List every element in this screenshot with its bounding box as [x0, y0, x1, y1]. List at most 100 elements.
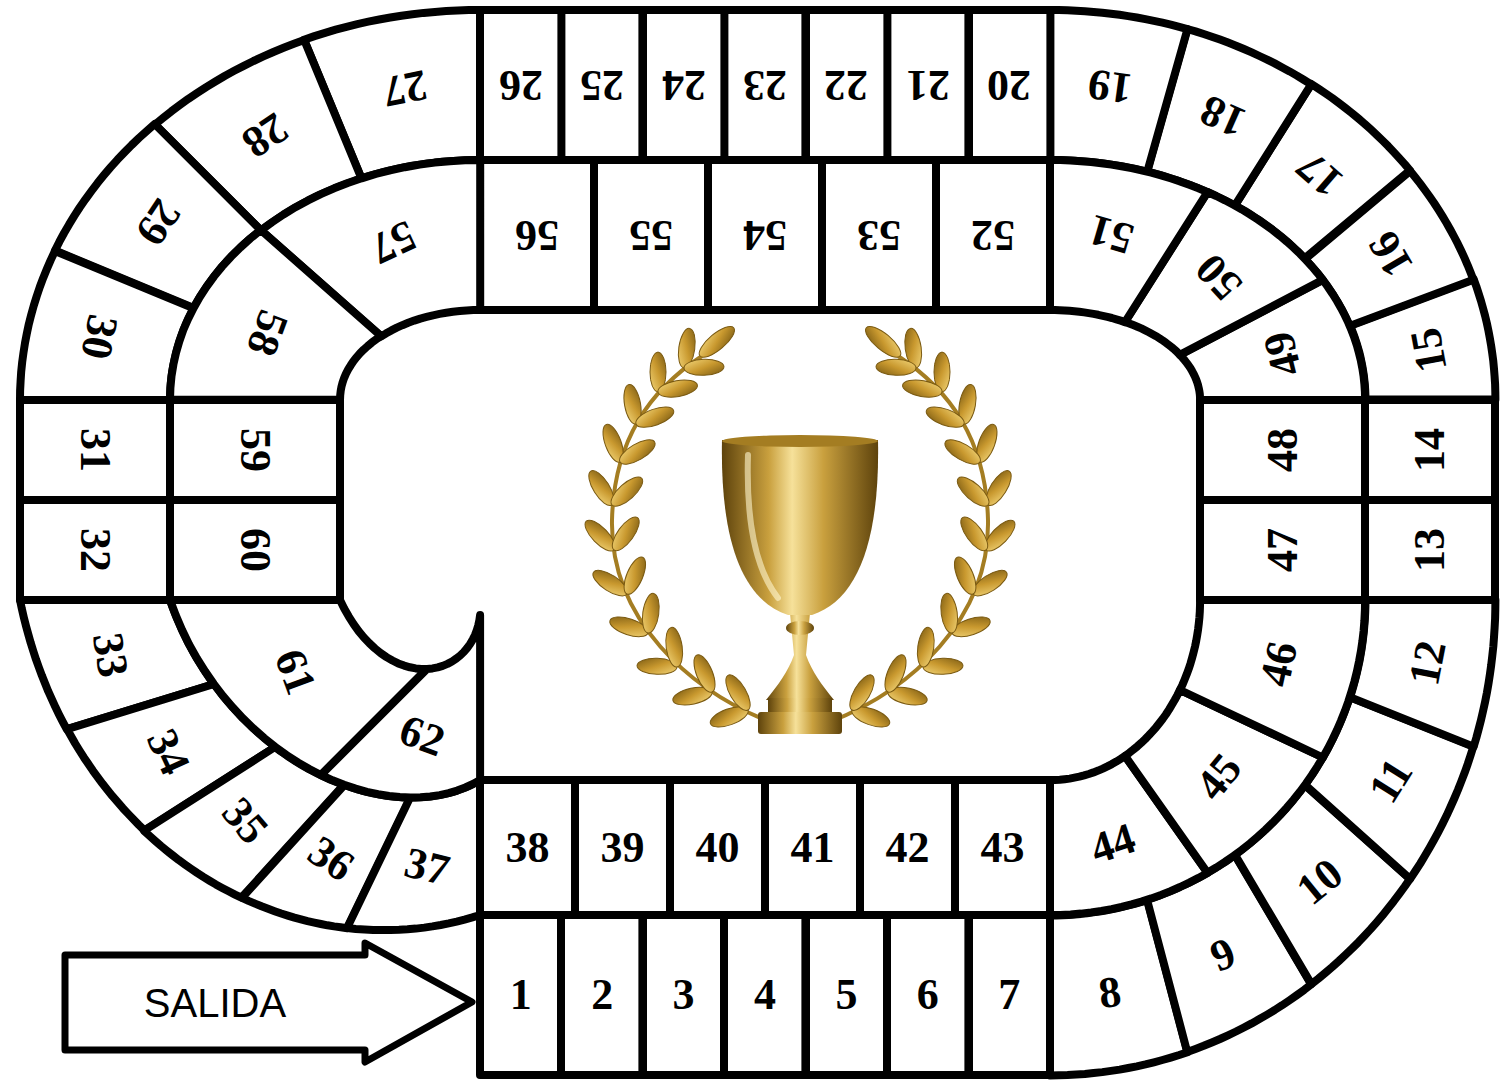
laurel-leaf — [608, 513, 644, 555]
laurel-leaf — [721, 671, 755, 714]
cell-outline — [724, 10, 805, 160]
cell-number: 43 — [981, 826, 1025, 870]
board-cell: 52 — [936, 160, 1050, 310]
board-cell: 48 — [1200, 400, 1365, 500]
cell-outline — [969, 10, 1050, 160]
cell-number: 27 — [379, 62, 431, 114]
cell-number: 53 — [857, 213, 901, 257]
cell-outline — [20, 400, 170, 500]
cell-outline — [955, 780, 1050, 915]
board-cell: 37 — [347, 780, 480, 930]
board-cell: 14 — [1365, 400, 1495, 500]
board-cell: 38 — [480, 780, 575, 915]
cup-base — [768, 698, 832, 714]
cell-outline — [1050, 160, 1208, 322]
cell-outline — [170, 230, 381, 400]
board-cell: 21 — [887, 10, 968, 160]
board-cell: 59 — [170, 400, 340, 500]
cell-outline — [806, 915, 887, 1075]
cell-number: 19 — [1085, 61, 1135, 111]
board-cell: 6 — [887, 915, 968, 1075]
cell-outline — [806, 10, 887, 160]
cell-number: 1 — [510, 973, 532, 1017]
laurel-leaf — [695, 322, 739, 363]
cell-number: 41 — [791, 826, 835, 870]
board-cell: 26 — [480, 10, 561, 160]
board-cell: 60 — [170, 500, 340, 600]
cup-bowl — [722, 440, 878, 615]
start-label: SALIDA — [144, 983, 286, 1023]
cell-shape — [321, 615, 480, 797]
board-cell: 31 — [20, 400, 170, 500]
board-cell: 46 — [1180, 600, 1365, 758]
laurel-leaf — [684, 359, 725, 376]
cell-number: 47 — [1261, 528, 1305, 572]
cell-outline — [724, 915, 805, 1075]
cell-number: 3 — [673, 973, 695, 1017]
cell-number: 46 — [1253, 638, 1305, 690]
board-cell: 51 — [1050, 160, 1208, 322]
cell-number: 26 — [499, 63, 543, 107]
cell-number: 14 — [1408, 428, 1452, 472]
laurel-leaf — [664, 626, 685, 668]
cell-number: 52 — [971, 213, 1015, 257]
cell-outline — [765, 780, 860, 915]
laurel-leaf — [616, 435, 659, 469]
cell-number: 39 — [601, 826, 645, 870]
cell-outline — [575, 780, 670, 915]
cell-number: 30 — [73, 312, 125, 364]
cell-outline — [1350, 600, 1495, 747]
board-cell: 20 — [969, 10, 1050, 160]
board-cell: 12 — [1350, 600, 1495, 747]
cell-outline — [480, 780, 575, 915]
cell-number: 32 — [73, 528, 117, 572]
board-cell: 47 — [1200, 500, 1365, 600]
cell-number: 33 — [85, 630, 135, 680]
laurel-leaf — [607, 472, 647, 511]
cell-outline — [969, 915, 1050, 1075]
cell-outline — [1365, 500, 1495, 600]
cell-outline — [1200, 400, 1365, 500]
cell-outline — [561, 10, 642, 160]
board-cell: 22 — [806, 10, 887, 160]
board-cell: 2 — [561, 915, 642, 1075]
cell-number: 56 — [515, 213, 559, 257]
cell-outline — [643, 10, 724, 160]
cup-highlight — [748, 455, 778, 598]
cell-number: 31 — [73, 428, 117, 472]
cell-outline — [708, 160, 822, 310]
cup-base — [758, 712, 842, 734]
cell-outline — [670, 780, 765, 915]
cell-outline — [1365, 400, 1495, 500]
board-cell: 7 — [969, 915, 1050, 1075]
cell-outline — [822, 160, 936, 310]
board-cell: 13 — [1365, 500, 1495, 600]
cell-outline — [643, 915, 724, 1075]
cell-number: 48 — [1261, 428, 1305, 472]
cell-number: 21 — [906, 63, 950, 107]
cell-number: 22 — [824, 63, 868, 107]
board-cell: 41 — [765, 780, 860, 915]
cell-number: 55 — [629, 213, 673, 257]
cell-outline — [860, 780, 955, 915]
cell-number: 25 — [580, 63, 624, 107]
cell-outline — [20, 500, 170, 600]
board-cell: 5 — [806, 915, 887, 1075]
cell-outline — [1050, 10, 1188, 172]
start-arrow: SALIDA — [65, 935, 475, 1070]
cell-number: 40 — [696, 826, 740, 870]
cell-outline — [480, 160, 594, 310]
board-cell: 4 — [724, 915, 805, 1075]
board-cell: 62 — [321, 615, 480, 797]
cell-outline — [170, 500, 340, 600]
cell-number: 2 — [591, 973, 613, 1017]
laurel-leaf — [640, 592, 661, 634]
board-cell: 42 — [860, 780, 955, 915]
laurel-leaf — [620, 554, 650, 597]
board-cell: 19 — [1050, 10, 1188, 172]
cup-knot — [786, 621, 814, 635]
cell-number: 4 — [754, 973, 776, 1017]
cup-rim — [722, 435, 878, 447]
laurel-leaf — [690, 652, 720, 695]
